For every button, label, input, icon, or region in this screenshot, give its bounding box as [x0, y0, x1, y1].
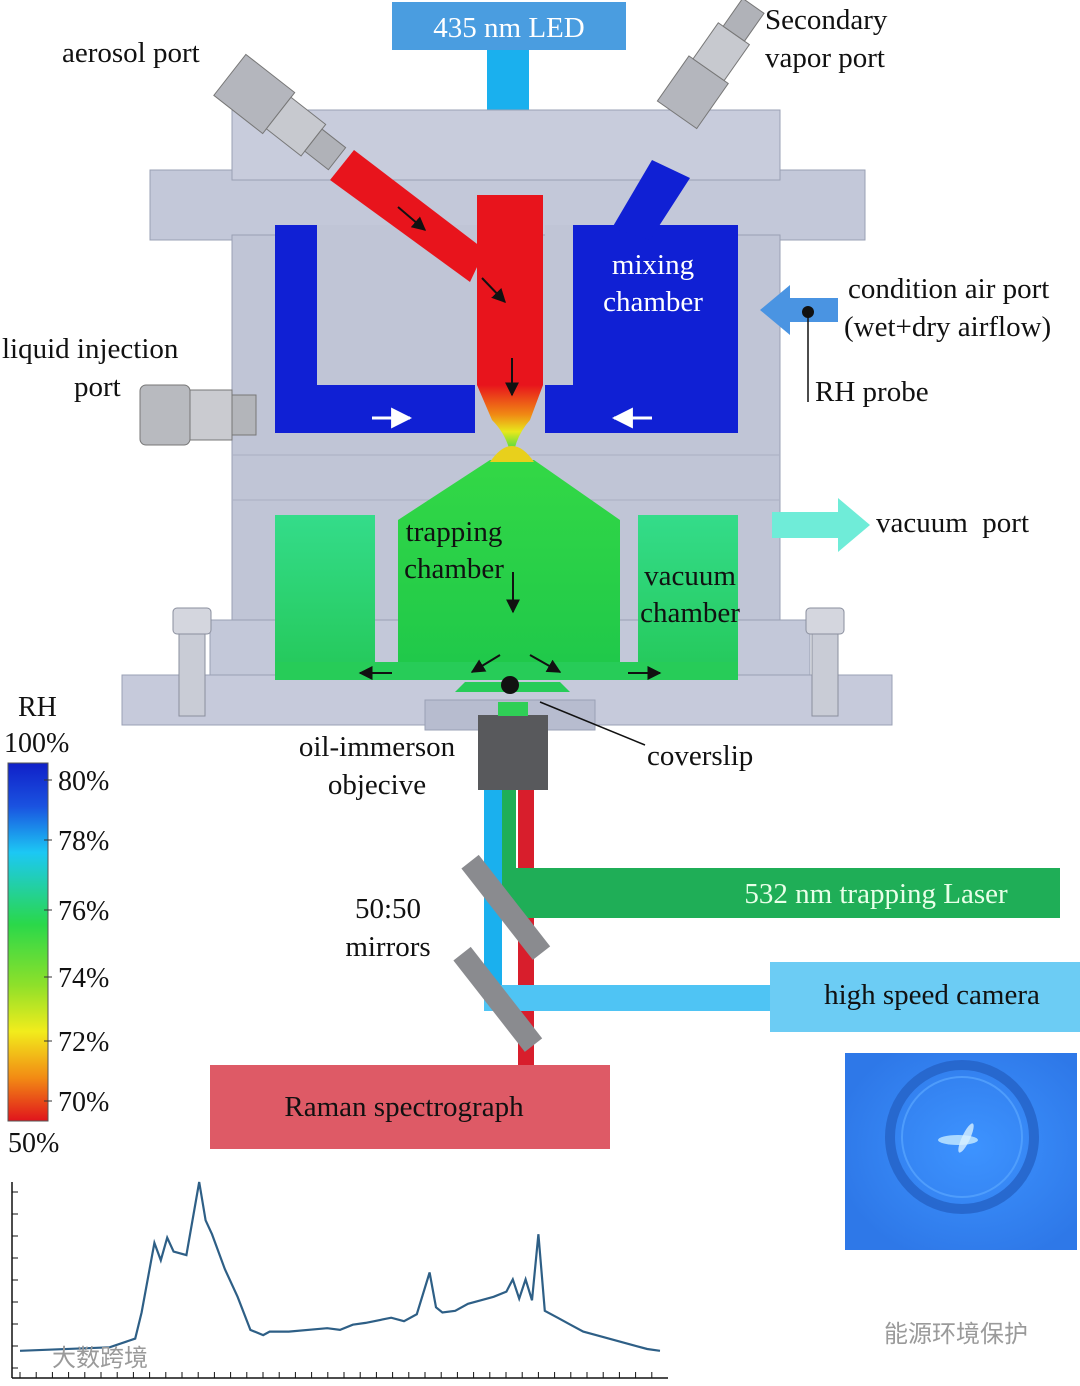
condition-air-label-2: (wet+dry airflow)	[844, 311, 1051, 343]
screw-right	[805, 607, 845, 717]
rh-tick-label: 80%	[58, 766, 109, 797]
secondary-port-label-2: vapor port	[765, 42, 885, 74]
flow-arrow-aerosol-1	[397, 206, 427, 231]
objective-label-1: oil-immerson	[299, 731, 456, 763]
rh-top: 100%	[4, 728, 69, 759]
vacuum-port-label: vacuum port	[876, 507, 1029, 539]
rh-colorbar	[7, 762, 49, 1122]
camera-beam	[484, 985, 784, 1011]
mirror-bottom	[453, 946, 543, 1052]
beam-green	[502, 790, 516, 885]
rh-probe-label: RH probe	[815, 376, 929, 408]
camera-box	[770, 962, 1080, 1032]
trapped-particle	[501, 676, 519, 694]
condition-air-label-1: condition air port	[848, 273, 1049, 305]
coverslip-label: coverslip	[647, 740, 753, 772]
secondary-port-fitting	[656, 0, 765, 130]
liquid-port-fitting	[139, 384, 257, 446]
flow-arrow-aerosol-2	[481, 277, 506, 304]
spectrum-line	[19, 1181, 661, 1352]
watermark-right: 能源环境保护	[884, 1320, 1028, 1348]
led-box	[392, 2, 626, 50]
rh-tick-label: 70%	[58, 1087, 109, 1118]
liquid-port-label-2: port	[74, 371, 121, 403]
objective	[478, 715, 548, 790]
rh-tick-label: 74%	[58, 963, 109, 994]
mixing-label-1: mixing	[612, 249, 694, 281]
screw-left	[172, 607, 212, 717]
vacuum-port-arrow	[772, 498, 870, 552]
coverslip-leader	[539, 701, 646, 746]
rh-title: RH	[18, 692, 57, 723]
vacuum-chamber-label-2: chamber	[640, 597, 740, 629]
mixing-label-2: chamber	[603, 286, 703, 318]
rh-tick-label: 78%	[58, 826, 109, 857]
aerosol-port-fitting	[213, 53, 347, 171]
rh-bottom: 50%	[8, 1128, 59, 1159]
rh-ticks: 80% 78% 76% 74% 72% 70%	[44, 766, 109, 1118]
camera-image	[845, 1053, 1077, 1250]
trapping-flow	[275, 446, 738, 680]
flow-arrow-trap-right	[529, 654, 562, 673]
rh-tick-label: 72%	[58, 1027, 109, 1058]
spectrum-plot	[11, 1181, 668, 1379]
laser-beam	[502, 868, 1060, 918]
aerosol-flow	[330, 150, 543, 470]
vacuum-chamber-label-1: vacuum	[644, 560, 736, 592]
laser-label: 532 nm trapping Laser	[744, 878, 1008, 910]
secondary-port-label-1: Secondary	[765, 4, 888, 36]
raman-label: Raman spectrograph	[284, 1091, 524, 1123]
mirror-top	[461, 854, 551, 960]
objective-label-2: objecive	[328, 769, 426, 801]
mixing-flow	[275, 160, 738, 433]
mirrors-label-1: 50:50	[355, 893, 421, 925]
liquid-port-label-1: liquid injection	[2, 333, 179, 365]
camera-label: high speed camera	[824, 979, 1040, 1011]
objective-tip	[498, 702, 528, 716]
raman-box	[210, 1065, 610, 1149]
rh-tick-label: 76%	[58, 896, 109, 927]
led-label: 435 nm LED	[433, 12, 584, 44]
watermark-left: 大数跨境	[52, 1344, 148, 1372]
trapping-label-1: trapping	[406, 516, 503, 548]
condition-air-arrow	[760, 285, 838, 402]
flow-arrow-trap-left	[470, 654, 501, 673]
trapping-label-2: chamber	[404, 553, 504, 585]
aerosol-port-label: aerosol port	[62, 37, 200, 69]
mirrors-label-2: mirrors	[345, 931, 430, 963]
